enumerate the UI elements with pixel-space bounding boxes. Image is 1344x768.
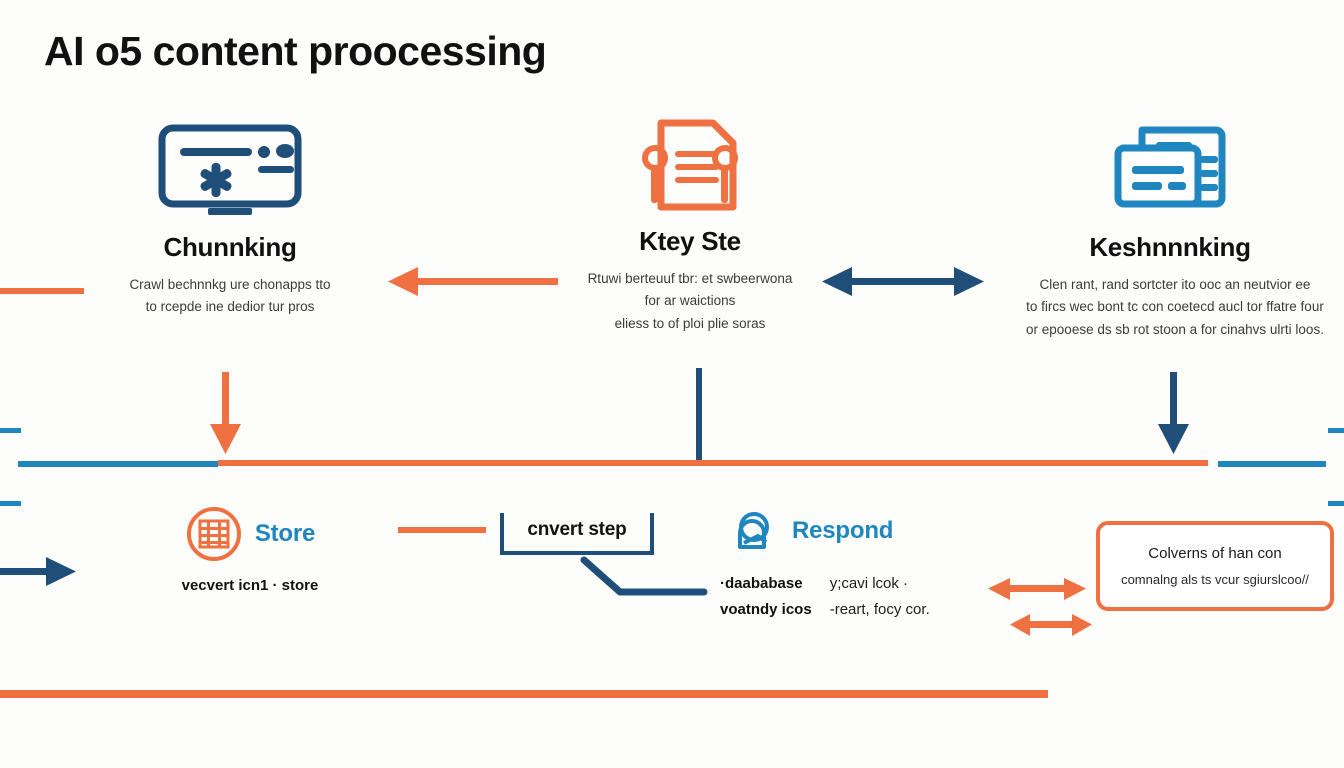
node-desc-reranking: Clen rant, rand sortcter ito ooc an neut… [1004,274,1344,341]
node-desc-chunking: Crawl bechnnkg ure chonapps tto to rcepd… [80,274,380,319]
respond-line: -reart, focy cor. [829,601,930,619]
node-desc-line: or epooese ds sb rot stoon a for cinahvs… [1026,321,1324,337]
node-desc-line: for ar waictions [644,293,736,309]
convert-step-label: cnvert step [527,519,627,540]
group-respond[interactable]: Respond ·daababase voatndy icos y;cavi l… [700,505,1030,624]
cards-list-icon [1020,118,1320,226]
callout-card[interactable]: Colverns of han con comnalng als ts vcur… [1096,521,1334,611]
rule-bottom-orange [0,690,1048,698]
arrow-left-orange-top-icon [388,266,558,303]
search-person-icon [728,505,780,557]
callout-line-2: comnalng als ts vcur sgiurslcoo// [1121,572,1309,587]
arrow-down-orange-icon [206,372,246,459]
store-header: Store [100,505,400,563]
respond-line: voatndy icos [720,601,812,619]
arrow-respond-upper-icon [988,576,1086,607]
rule-middle-orange [218,460,1208,466]
rule-left-orange [0,288,84,294]
rule-blue-right [1218,461,1326,467]
group-store[interactable]: Store vecvert icn1 · store [100,505,400,594]
node-desc-line: eliess to of ploi plie soras [614,315,766,331]
arrow-down-navy-icon [1154,372,1194,459]
node-chunking[interactable]: Chunnking Crawl bechnnkg ure chonapps tt… [80,118,380,319]
rule-orange-short [398,527,486,533]
respond-line: ·daababase [720,575,803,592]
database-circle-icon [185,505,243,563]
node-title-reranking: Keshnnnking [1089,232,1251,262]
node-desc-line: to rcepde ine dedior tur pros [145,299,315,315]
arrow-right-navy-icon [0,556,76,593]
callout-line-1: Colverns of han con [1148,545,1282,562]
page-title: AI o5 content proocessing [44,28,547,74]
connector-elbow-navy [578,556,708,609]
respond-header: Respond [700,505,1030,557]
node-title-key-step: Ktey Ste [639,226,741,256]
arrow-double-navy-icon [822,266,984,303]
convert-step-box[interactable]: cnvert step [500,513,654,555]
node-desc-line: to fircs wec bont tc con coetecd aucl to… [1026,299,1324,315]
store-subtitle: vecvert icn1 · store [181,577,319,594]
respond-column-right: y;cavi lcok · -reart, focy cor. [830,571,930,624]
respond-columns: ·daababase voatndy icos y;cavi lcok · -r… [700,571,1030,624]
store-label: Store [254,520,316,547]
node-desc-line: Crawl bechnnkg ure chonapps tto [129,277,331,292]
node-title-chunking: Chunnking [163,232,297,262]
node-reranking[interactable]: Keshnnnking Clen rant, rand sortcter ito… [1020,118,1324,341]
document-key-icon [540,112,840,220]
bracket-left-icon [0,428,21,506]
respond-column-left: ·daababase voatndy icos [720,571,812,624]
monitor-asterisk-icon [80,118,380,226]
node-desc-line: Rtuwi berteuuf tbr: et swbeerwona [587,271,793,286]
rule-blue-left [18,461,218,467]
respond-label: Respond [792,517,894,544]
bracket-right-icon [1328,428,1344,506]
arrow-respond-lower-icon [1010,612,1092,643]
node-desc-line: Clen rant, rand sortcter ito ooc an neut… [1039,277,1311,292]
node-key-step[interactable]: Ktey Ste Rtuwi berteuuf tbr: et swbeerwo… [540,112,840,335]
connector-vertical-navy [696,368,702,460]
respond-line: y;cavi lcok · [829,575,909,592]
node-desc-key-step: Rtuwi berteuuf tbr: et swbeerwona for ar… [540,268,840,335]
